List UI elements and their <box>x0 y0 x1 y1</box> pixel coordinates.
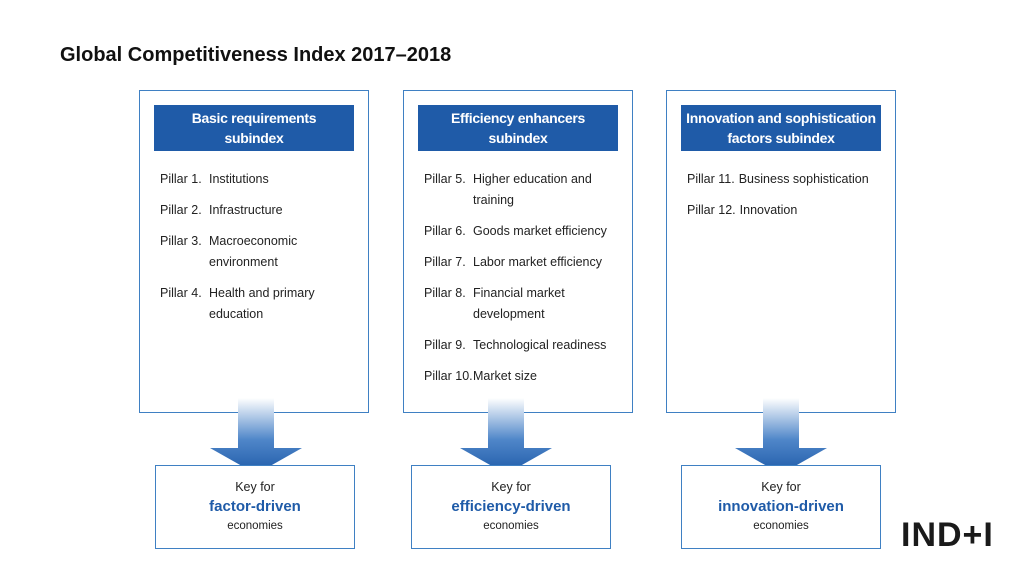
pillar-name: Business sophistication <box>738 172 869 186</box>
key-suffix: economies <box>227 520 283 532</box>
basic-requirements-panel: Basic requirements subindex Pillar 1. Ins… <box>139 90 369 413</box>
key-label: Key for <box>491 480 531 494</box>
efficiency-enhancers-header: Efficiency enhancers subindex <box>418 105 618 151</box>
pillar-number: Pillar 9. <box>424 338 466 352</box>
efficiency-driven-key-box: Key for efficiency-driven economies <box>411 465 611 549</box>
pillar-name: Market size <box>473 369 537 383</box>
pillar-item: Pillar 5. Higher education and training <box>424 169 632 211</box>
indi-logo: IND+I <box>901 516 994 554</box>
pillar-item: Pillar 4. Health and primary education <box>160 283 368 325</box>
pillar-name: Institutions <box>209 172 269 186</box>
innovation-driven-key-box: Key for innovation-driven economies <box>681 465 881 549</box>
pillar-number: Pillar 7. <box>424 255 466 269</box>
pillar-list: Pillar 1. Institutions Pillar 2. Infrastru… <box>160 169 368 325</box>
pillar-item: Pillar 3. Macroeconomic environment <box>160 231 368 273</box>
pillar-item: Pillar 8. Financial market development <box>424 283 632 325</box>
pillar-number: Pillar 8. <box>424 286 466 300</box>
pillar-list: Pillar 5. Higher education and training P… <box>424 169 632 387</box>
pillar-item: Pillar 6. Goods market efficiency <box>424 221 632 242</box>
factor-driven-key-box: Key for factor-driven economies <box>155 465 355 549</box>
key-suffix: economies <box>483 520 539 532</box>
key-stage: innovation-driven <box>718 498 844 515</box>
pillar-number: Pillar 11. <box>687 172 735 186</box>
pillar-list: Pillar 11.Business sophistication Pillar… <box>687 169 895 221</box>
pillar-item: Pillar 12.Innovation <box>687 200 895 221</box>
header-line-2: subindex <box>224 130 284 146</box>
pillar-item: Pillar 7. Labor market efficiency <box>424 252 632 273</box>
pillar-name: Higher education and training <box>473 172 592 207</box>
pillar-item: Pillar 1. Institutions <box>160 169 368 190</box>
pillar-number: Pillar 6. <box>424 224 466 238</box>
pillar-name: Infrastructure <box>209 203 283 217</box>
key-suffix: economies <box>753 520 809 532</box>
pillar-number: Pillar 3. <box>160 234 202 248</box>
header-line-2: factors subindex <box>727 130 835 146</box>
pillar-number: Pillar 12. <box>687 203 736 217</box>
pillar-name: Health and primary education <box>209 286 315 321</box>
header-line-1: Basic requirements <box>191 110 317 126</box>
pillar-name: Financial market development <box>473 286 565 321</box>
pillar-item: Pillar 9. Technological readiness <box>424 335 632 356</box>
key-stage: factor-driven <box>209 498 301 515</box>
pillar-name: Labor market efficiency <box>473 255 602 269</box>
pillar-name: Macroeconomic environment <box>209 234 298 269</box>
pillar-name: Innovation <box>739 203 798 217</box>
pillar-item: Pillar 2. Infrastructure <box>160 200 368 221</box>
innovation-sophistication-panel: Innovation and sophistication factors su… <box>666 90 896 413</box>
pillar-number: Pillar 10. <box>424 369 473 383</box>
down-arrow-icon <box>735 398 827 474</box>
pillar-item: Pillar 11.Business sophistication <box>687 169 895 190</box>
basic-requirements-header: Basic requirements subindex <box>154 105 354 151</box>
header-line-1: Innovation and sophistication <box>686 110 876 126</box>
pillar-number: Pillar 1. <box>160 172 202 186</box>
key-label: Key for <box>235 480 275 494</box>
pillar-number: Pillar 4. <box>160 286 202 300</box>
key-stage: efficiency-driven <box>451 498 571 515</box>
pillar-item: Pillar 10.Market size <box>424 366 632 387</box>
down-arrow-icon <box>460 398 552 474</box>
header-line-2: subindex <box>488 130 548 146</box>
header-line-1: Efficiency enhancers <box>450 110 586 126</box>
key-label: Key for <box>761 480 801 494</box>
pillar-number: Pillar 5. <box>424 172 466 186</box>
innovation-sophistication-header: Innovation and sophistication factors su… <box>681 105 881 151</box>
pillar-number: Pillar 2. <box>160 203 202 217</box>
slide-title: Global Competitiveness Index 2017–2018 <box>60 44 452 66</box>
down-arrow-icon <box>210 398 302 474</box>
efficiency-enhancers-panel: Efficiency enhancers subindex Pillar 5. H… <box>403 90 633 413</box>
pillar-name: Technological readiness <box>473 338 607 352</box>
pillar-name: Goods market efficiency <box>473 224 607 238</box>
